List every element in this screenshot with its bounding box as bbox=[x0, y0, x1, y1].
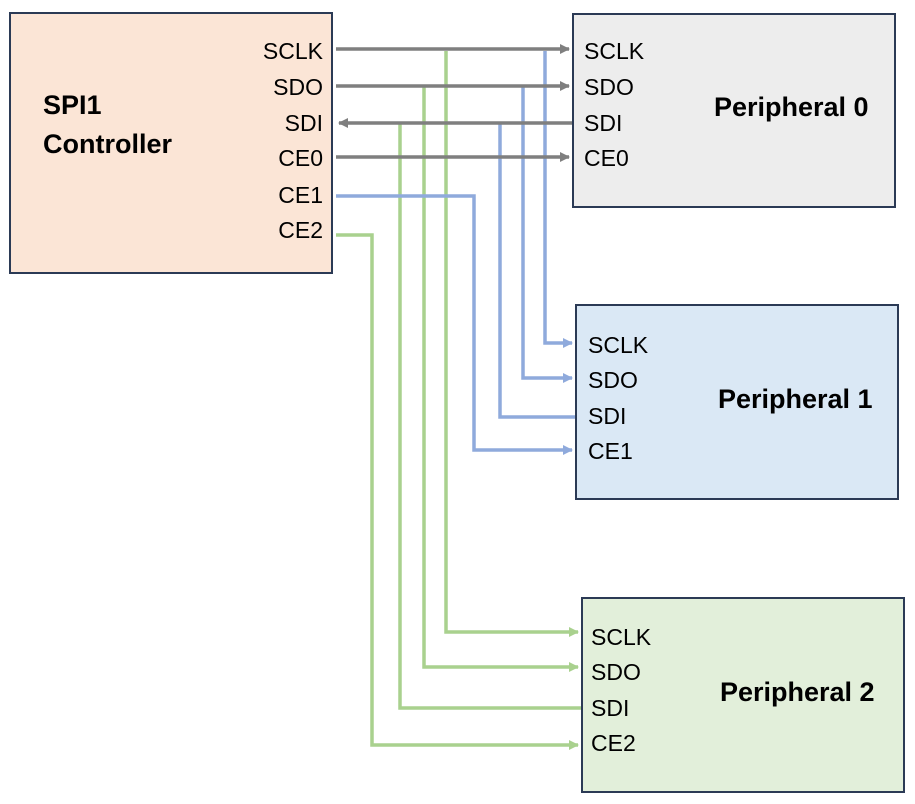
wire-sclk-peripheral-1 bbox=[543, 51, 573, 348]
peripheral-2-pin-sdo: SDO bbox=[591, 659, 641, 685]
peripheral-2-title: Peripheral 2 bbox=[720, 677, 875, 707]
wire-ce1-peripheral-1 bbox=[336, 194, 573, 455]
wire-sclk-peripheral-2 bbox=[444, 51, 579, 637]
controller-title-line2: Controller bbox=[43, 129, 173, 159]
controller-pin-sdi: SDI bbox=[284, 110, 323, 136]
peripheral-1-title: Peripheral 1 bbox=[718, 384, 873, 414]
controller-pin-sclk: SCLK bbox=[262, 38, 323, 64]
controller-block bbox=[9, 12, 333, 274]
wire-ce2-peripheral-2 bbox=[336, 233, 579, 750]
peripheral-1-pin-sdi: SDI bbox=[588, 403, 627, 429]
controller-pin-sdo: SDO bbox=[273, 74, 323, 100]
peripheral-2-pin-sclk: SCLK bbox=[591, 624, 652, 650]
peripheral-1-block bbox=[575, 304, 899, 500]
peripheral-2-block bbox=[581, 597, 905, 793]
wire-sdo-peripheral-2 bbox=[422, 87, 579, 672]
peripheral-2-pin-ce2: CE2 bbox=[591, 730, 636, 756]
peripheral-1-pin-sclk: SCLK bbox=[588, 332, 649, 358]
wire-sdo-peripheral-1 bbox=[521, 87, 573, 383]
peripheral-2-pin-sdi: SDI bbox=[591, 695, 630, 721]
peripheral-1-pin-ce1: CE1 bbox=[588, 438, 633, 464]
controller-title-line1: SPI1 bbox=[43, 90, 102, 120]
controller-pin-ce0: CE0 bbox=[278, 145, 323, 171]
peripheral-0-pin-sdo: SDO bbox=[584, 74, 634, 100]
peripheral-0-pin-ce0: CE0 bbox=[584, 145, 629, 171]
controller-pin-ce2: CE2 bbox=[278, 217, 323, 243]
wire-sdi-peripheral-2 bbox=[398, 123, 581, 710]
peripheral-0-title: Peripheral 0 bbox=[714, 92, 869, 122]
peripheral-0-pin-sdi: SDI bbox=[584, 110, 623, 136]
peripheral-0-block bbox=[572, 13, 896, 208]
wire-sdi-peripheral-1 bbox=[498, 123, 575, 419]
peripheral-0-pin-sclk: SCLK bbox=[584, 38, 645, 64]
peripheral-1-pin-sdo: SDO bbox=[588, 367, 638, 393]
controller-pin-ce1: CE1 bbox=[278, 182, 323, 208]
